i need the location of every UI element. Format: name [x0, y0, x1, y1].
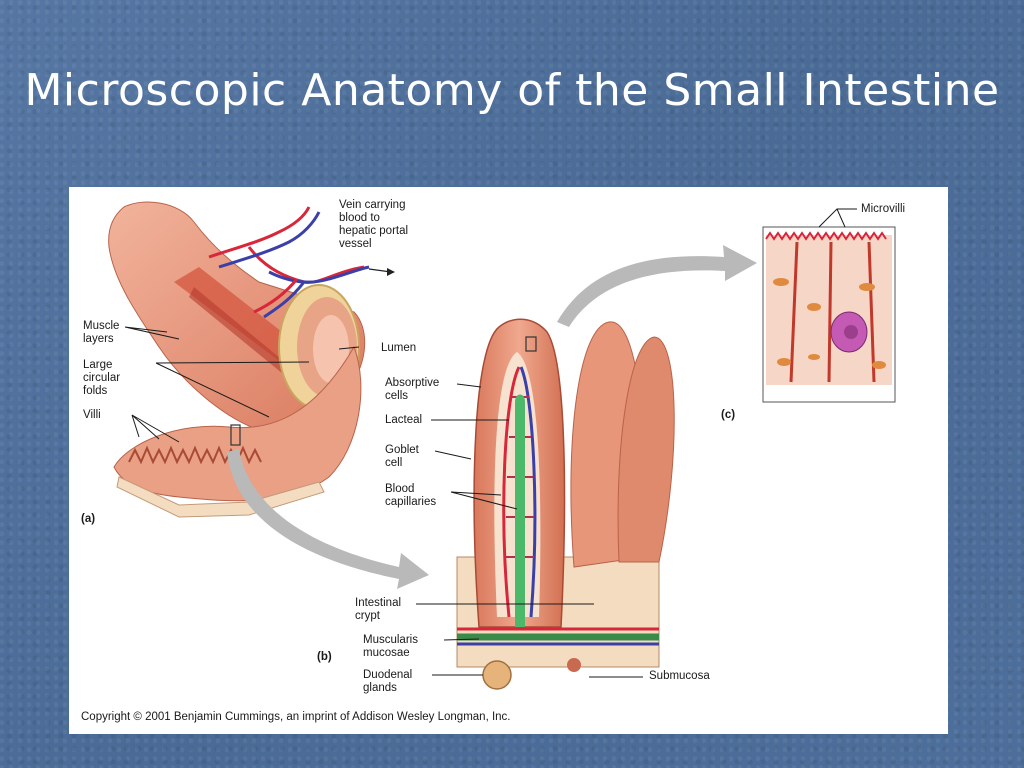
- leader-lines: [124, 208, 857, 678]
- label-goblet-cell: Goblet cell: [385, 444, 419, 469]
- arrow-a-to-b: [227, 449, 429, 589]
- intestine-diagram: Vein carrying blood to hepatic portal ve…: [69, 187, 948, 734]
- label-villi: Villi: [83, 409, 101, 421]
- microvilli-cell-detail: [762, 226, 896, 403]
- arrow-b-to-c: [557, 245, 757, 327]
- intestine-tube: [108, 201, 366, 518]
- label-muscle-layers: Muscle layers: [83, 320, 120, 345]
- label-microvilli: Microvilli: [861, 203, 906, 215]
- label-panel-a: (a): [81, 513, 96, 525]
- label-duodenal-glands: Duodenal glands: [363, 669, 413, 694]
- label-large-circular-folds: Large circular folds: [83, 359, 121, 397]
- slide-title: Microscopic Anatomy of the Small Intesti…: [24, 65, 1000, 116]
- label-blood-capillaries: Blood capillaries: [385, 483, 437, 508]
- label-lumen: Lumen: [381, 342, 417, 354]
- label-intestinal-crypt: Intestinal crypt: [355, 597, 402, 622]
- diagram-artwork: [108, 201, 896, 690]
- copyright-notice: Copyright © 2001 Benjamin Cummings, an i…: [81, 711, 511, 723]
- label-panel-c: (c): [721, 409, 736, 421]
- label-lacteal: Lacteal: [385, 414, 423, 426]
- label-absorptive-cells: Absorptive cells: [385, 377, 440, 402]
- label-submucosa: Submucosa: [649, 670, 710, 682]
- villus-block: [456, 318, 675, 690]
- label-muscularis-mucosae: Muscularis mucosae: [363, 634, 418, 659]
- label-panel-b: (b): [317, 651, 332, 663]
- label-vein: Vein carrying blood to hepatic portal ve…: [339, 199, 409, 250]
- mesenteric-vessels: [208, 206, 395, 319]
